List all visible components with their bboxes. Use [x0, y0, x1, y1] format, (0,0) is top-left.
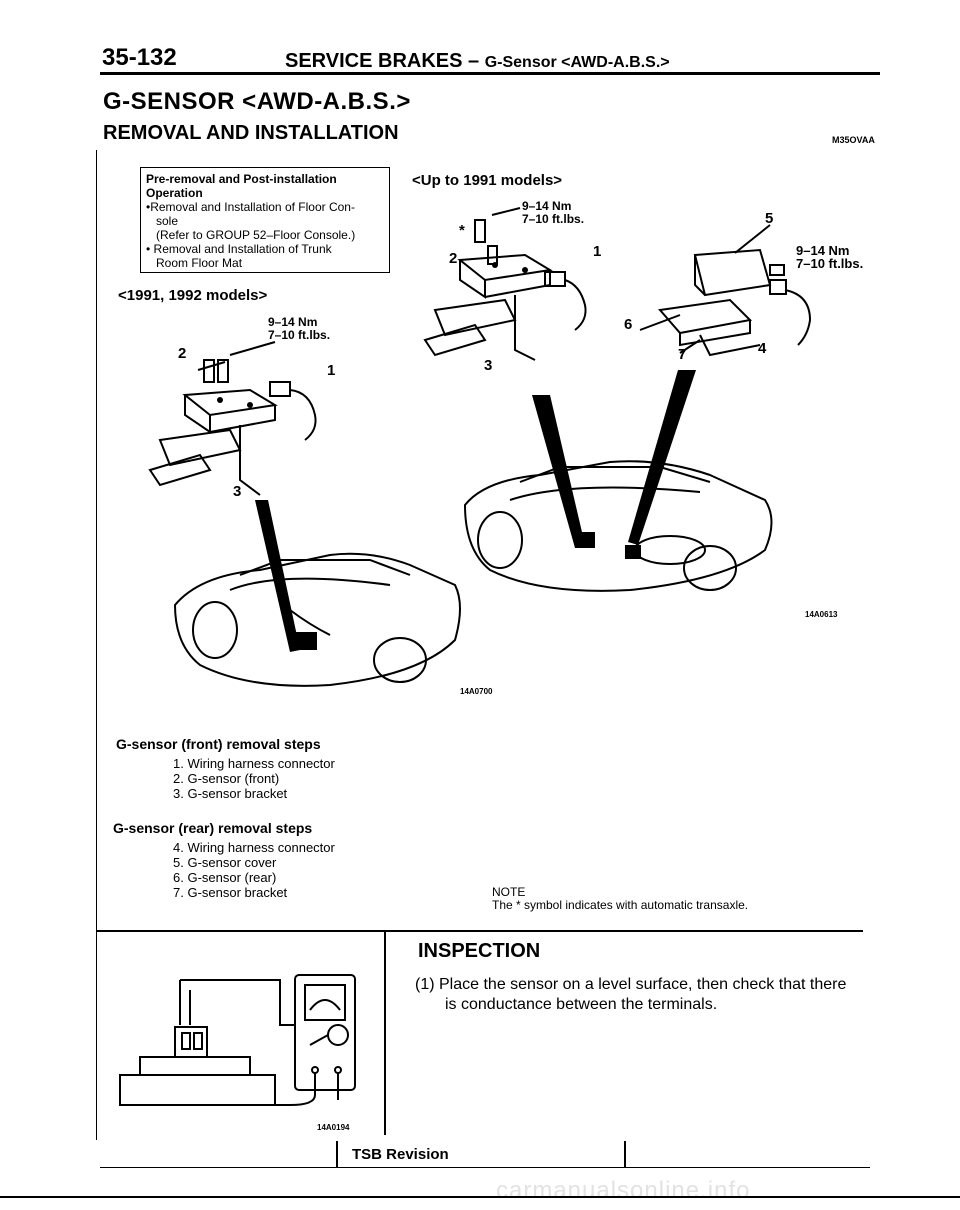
callout-4: 4 — [758, 340, 767, 357]
rear-steps-heading: G-sensor (rear) removal steps — [113, 820, 313, 836]
callout-3: 3 — [484, 357, 493, 374]
tsb-revision-label: TSB Revision — [352, 1146, 449, 1163]
section-title: SERVICE BRAKES – G-Sensor <AWD-A.B.S.> — [285, 50, 670, 73]
torque-nm: 9–14 Nm — [796, 243, 850, 258]
figure-caption-left: <1991, 1992 models> — [118, 287, 268, 304]
page-title: G-SENSOR <AWD-A.B.S.> — [103, 88, 411, 115]
list-item: 1. Wiring harness connector — [173, 756, 335, 771]
multimeter-test-illustration — [119, 974, 356, 1106]
figure-code-left: 14A0700 — [460, 687, 493, 696]
front-steps-heading: G-sensor (front) removal steps — [116, 736, 321, 752]
left-margin-rule — [96, 150, 97, 1140]
note-label: NOTE — [492, 885, 526, 899]
section-subtitle: G-Sensor <AWD-A.B.S.> — [484, 54, 670, 71]
pre-removal-heading: Pre-removal and Post-installation Operat… — [146, 172, 337, 200]
section-name: SERVICE BRAKES – — [285, 50, 480, 72]
header-rule — [100, 72, 880, 75]
inspection-rule — [96, 930, 863, 932]
car-illustration-left — [173, 500, 461, 687]
car-illustration-right — [463, 370, 773, 592]
torque-label-left: 9–14 Nm 7–10 ft.lbs. — [268, 316, 330, 342]
inspection-divider — [384, 930, 386, 1135]
inspection-text-line: is conductance between the terminals. — [445, 996, 718, 1013]
callout-2: 2 — [178, 345, 187, 362]
callout-6: 6 — [624, 316, 633, 333]
callout-1: 1 — [593, 243, 602, 260]
callout-3: 3 — [233, 483, 242, 500]
note-text: The * symbol indicates with automatic tr… — [492, 898, 749, 912]
inspection-step-1: (1) Place the sensor on a level surface,… — [415, 975, 865, 1015]
torque-ftlbs: 7–10 ft.lbs. — [268, 328, 331, 342]
inspection-figure-code: 14A0194 — [317, 1123, 350, 1132]
list-item: 4. Wiring harness connector — [173, 840, 335, 855]
callout-2: 2 — [449, 250, 458, 267]
pre-removal-line: Room Floor Mat — [156, 256, 243, 270]
torque-ftlbs: 7–10 ft.lbs. — [796, 256, 864, 271]
rear-g-sensor-illustration — [639, 224, 812, 357]
callout-5: 5 — [765, 210, 774, 227]
torque-ftlbs: 7–10 ft.lbs. — [522, 212, 585, 226]
reference-code: M35OVAA — [832, 135, 875, 145]
inspection-title: INSPECTION — [418, 940, 541, 962]
list-item: 5. G-sensor cover — [173, 855, 277, 870]
asterisk-marker: * — [459, 222, 465, 239]
inspection-text-line: (1) Place the sensor on a level surface,… — [415, 976, 847, 993]
torque-nm: 9–14 Nm — [268, 315, 318, 329]
front-g-sensor-illustration-right — [423, 207, 587, 361]
front-g-sensor-illustration — [148, 341, 317, 496]
list-item: 3. G-sensor bracket — [173, 786, 288, 801]
list-item: 2. G-sensor (front) — [173, 771, 280, 786]
list-item: 7. G-sensor bracket — [173, 885, 288, 900]
torque-nm: 9–14 Nm — [522, 199, 572, 213]
bottom-rule — [100, 1167, 870, 1168]
callout-1: 1 — [327, 362, 336, 379]
figure-code-right: 14A0613 — [805, 610, 838, 619]
front-steps-list: 1. Wiring harness connector 2. G-sensor … — [173, 756, 335, 801]
callout-7: 7 — [678, 346, 687, 363]
page-number: 35-132 — [102, 44, 177, 71]
torque-label-right-front: 9–14 Nm 7–10 ft.lbs. — [522, 200, 584, 226]
section-heading: REMOVAL AND INSTALLATION — [103, 122, 399, 144]
watermark-text: carmanualsonline.info — [496, 1177, 751, 1204]
rear-steps-list: 4. Wiring harness connector 5. G-sensor … — [173, 840, 335, 900]
footer-rule — [0, 1196, 960, 1198]
pre-removal-line: •Removal and Installation of Floor Con- — [146, 200, 355, 214]
pre-removal-box: Pre-removal and Post-installation Operat… — [140, 167, 390, 273]
list-item: 6. G-sensor (rear) — [173, 870, 277, 885]
pre-removal-line: (Refer to GROUP 52–Floor Console.) — [156, 228, 356, 242]
tsb-revision-box — [336, 1141, 626, 1167]
pre-removal-line: • Removal and Installation of Trunk — [146, 242, 332, 256]
pre-removal-line: sole — [156, 214, 179, 228]
figure-caption-right: <Up to 1991 models> — [412, 172, 563, 189]
torque-label-right-rear: 9–14 Nm 7–10 ft.lbs. — [796, 244, 863, 270]
